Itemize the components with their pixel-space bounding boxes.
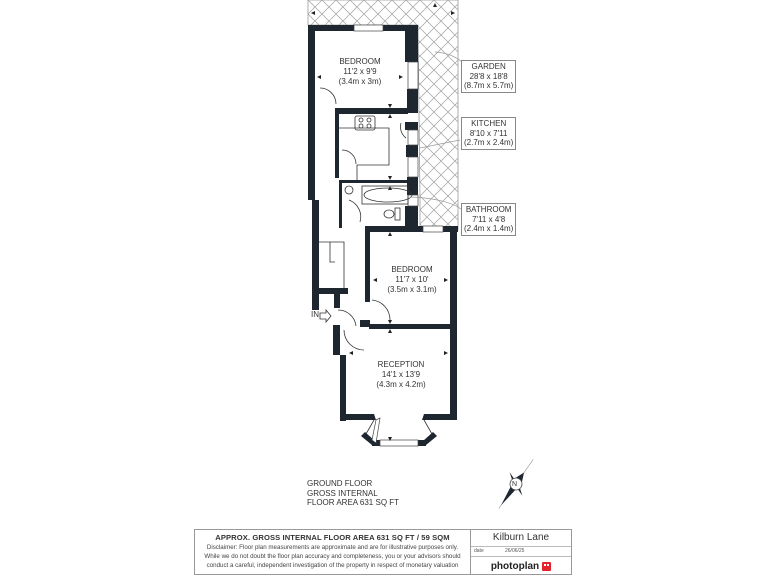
compass-icon	[498, 459, 534, 509]
room-label-reception: RECEPTION 14'1 x 13'9 (4.3m x 4.2m)	[368, 360, 434, 390]
room-label-bedroom-1: BEDROOM 11'2 x 9'9 (3.4m x 3m)	[330, 57, 390, 87]
room-name: BEDROOM	[339, 57, 381, 66]
footer-disclaimer: Disclaimer: Floor plan measurements are …	[195, 543, 470, 570]
dimension-arrows	[311, 3, 455, 15]
disclaimer-line: Disclaimer: Floor plan measurements are …	[206, 544, 459, 551]
callout-garden: GARDEN 28'8 x 18'8 (8.7m x 5.7m)	[461, 60, 517, 93]
room-name: BEDROOM	[391, 265, 433, 274]
floor-area-note: GROUND FLOOR GROSS INTERNAL FLOOR AREA 6…	[307, 479, 399, 508]
callout-imperial: 8'10 x 7'11	[469, 128, 508, 138]
callout-name: GARDEN	[471, 62, 506, 71]
date-value: 26/06/25	[505, 548, 525, 554]
room-name: RECEPTION	[377, 360, 425, 369]
callout-imperial: 28'8 x 18'8	[469, 71, 508, 81]
room-dimension-arrows	[317, 75, 448, 441]
fixtures	[319, 87, 433, 435]
date-label: date	[474, 548, 484, 554]
floor-note-line2: GROSS INTERNAL	[307, 488, 378, 498]
brand-logo: photoplan	[471, 557, 571, 575]
room-imperial: 14'1 x 13'9	[381, 370, 421, 379]
disclaimer-line: While we do not doubt the floor plan acc…	[204, 553, 461, 560]
garden-area	[307, 0, 459, 231]
callout-bathroom: BATHROOM 7'11 x 4'8 (2.4m x 1.4m)	[461, 203, 517, 236]
callout-metric: (2.7m x 2.4m)	[464, 138, 514, 147]
windows	[353, 24, 444, 447]
entrance-arrow-icon	[319, 308, 332, 324]
property-address: Kilburn Lane	[471, 530, 571, 547]
callout-name: BATHROOM	[465, 205, 512, 214]
floor-note-line1: GROUND FLOOR	[307, 479, 373, 488]
callout-imperial: 7'11 x 4'8	[472, 214, 506, 224]
footer-info-block: Kilburn Lane date 26/06/25 photoplan	[471, 530, 571, 574]
brand-name: photoplan	[490, 560, 540, 572]
callout-leaders	[409, 51, 463, 211]
room-imperial: 11'2 x 9'9	[343, 67, 377, 76]
room-metric: (4.3m x 4.2m)	[376, 380, 426, 389]
room-metric: (3.4m x 3m)	[338, 77, 382, 86]
brand-badge-icon	[542, 561, 552, 571]
footer-panel: APPROX. GROSS INTERNAL FLOOR AREA 631 SQ…	[194, 529, 572, 575]
room-imperial: 11'7 x 10'	[395, 275, 429, 284]
walls	[308, 25, 458, 446]
entrance-label: IN	[311, 310, 319, 319]
callout-kitchen: KITCHEN 8'10 x 7'11 (2.7m x 2.4m)	[461, 117, 517, 150]
room-label-bedroom-2: BEDROOM 11'7 x 10' (3.5m x 3.1m)	[378, 265, 446, 295]
footer-area-title: APPROX. GROSS INTERNAL FLOOR AREA 631 SQ…	[215, 533, 450, 542]
callout-metric: (8.7m x 5.7m)	[464, 81, 514, 90]
footer-disclaimer-block: APPROX. GROSS INTERNAL FLOOR AREA 631 SQ…	[195, 530, 471, 574]
date-row: date 26/06/25	[471, 547, 571, 557]
floor-note-line3: FLOOR AREA 631 SQ FT	[307, 498, 400, 507]
callout-metric: (2.4m x 1.4m)	[464, 224, 514, 233]
compass-letter: N	[512, 481, 518, 488]
callout-name: KITCHEN	[471, 119, 507, 128]
disclaimer-line: conduct a careful, independent investiga…	[206, 562, 459, 569]
room-metric: (3.5m x 3.1m)	[387, 285, 437, 294]
